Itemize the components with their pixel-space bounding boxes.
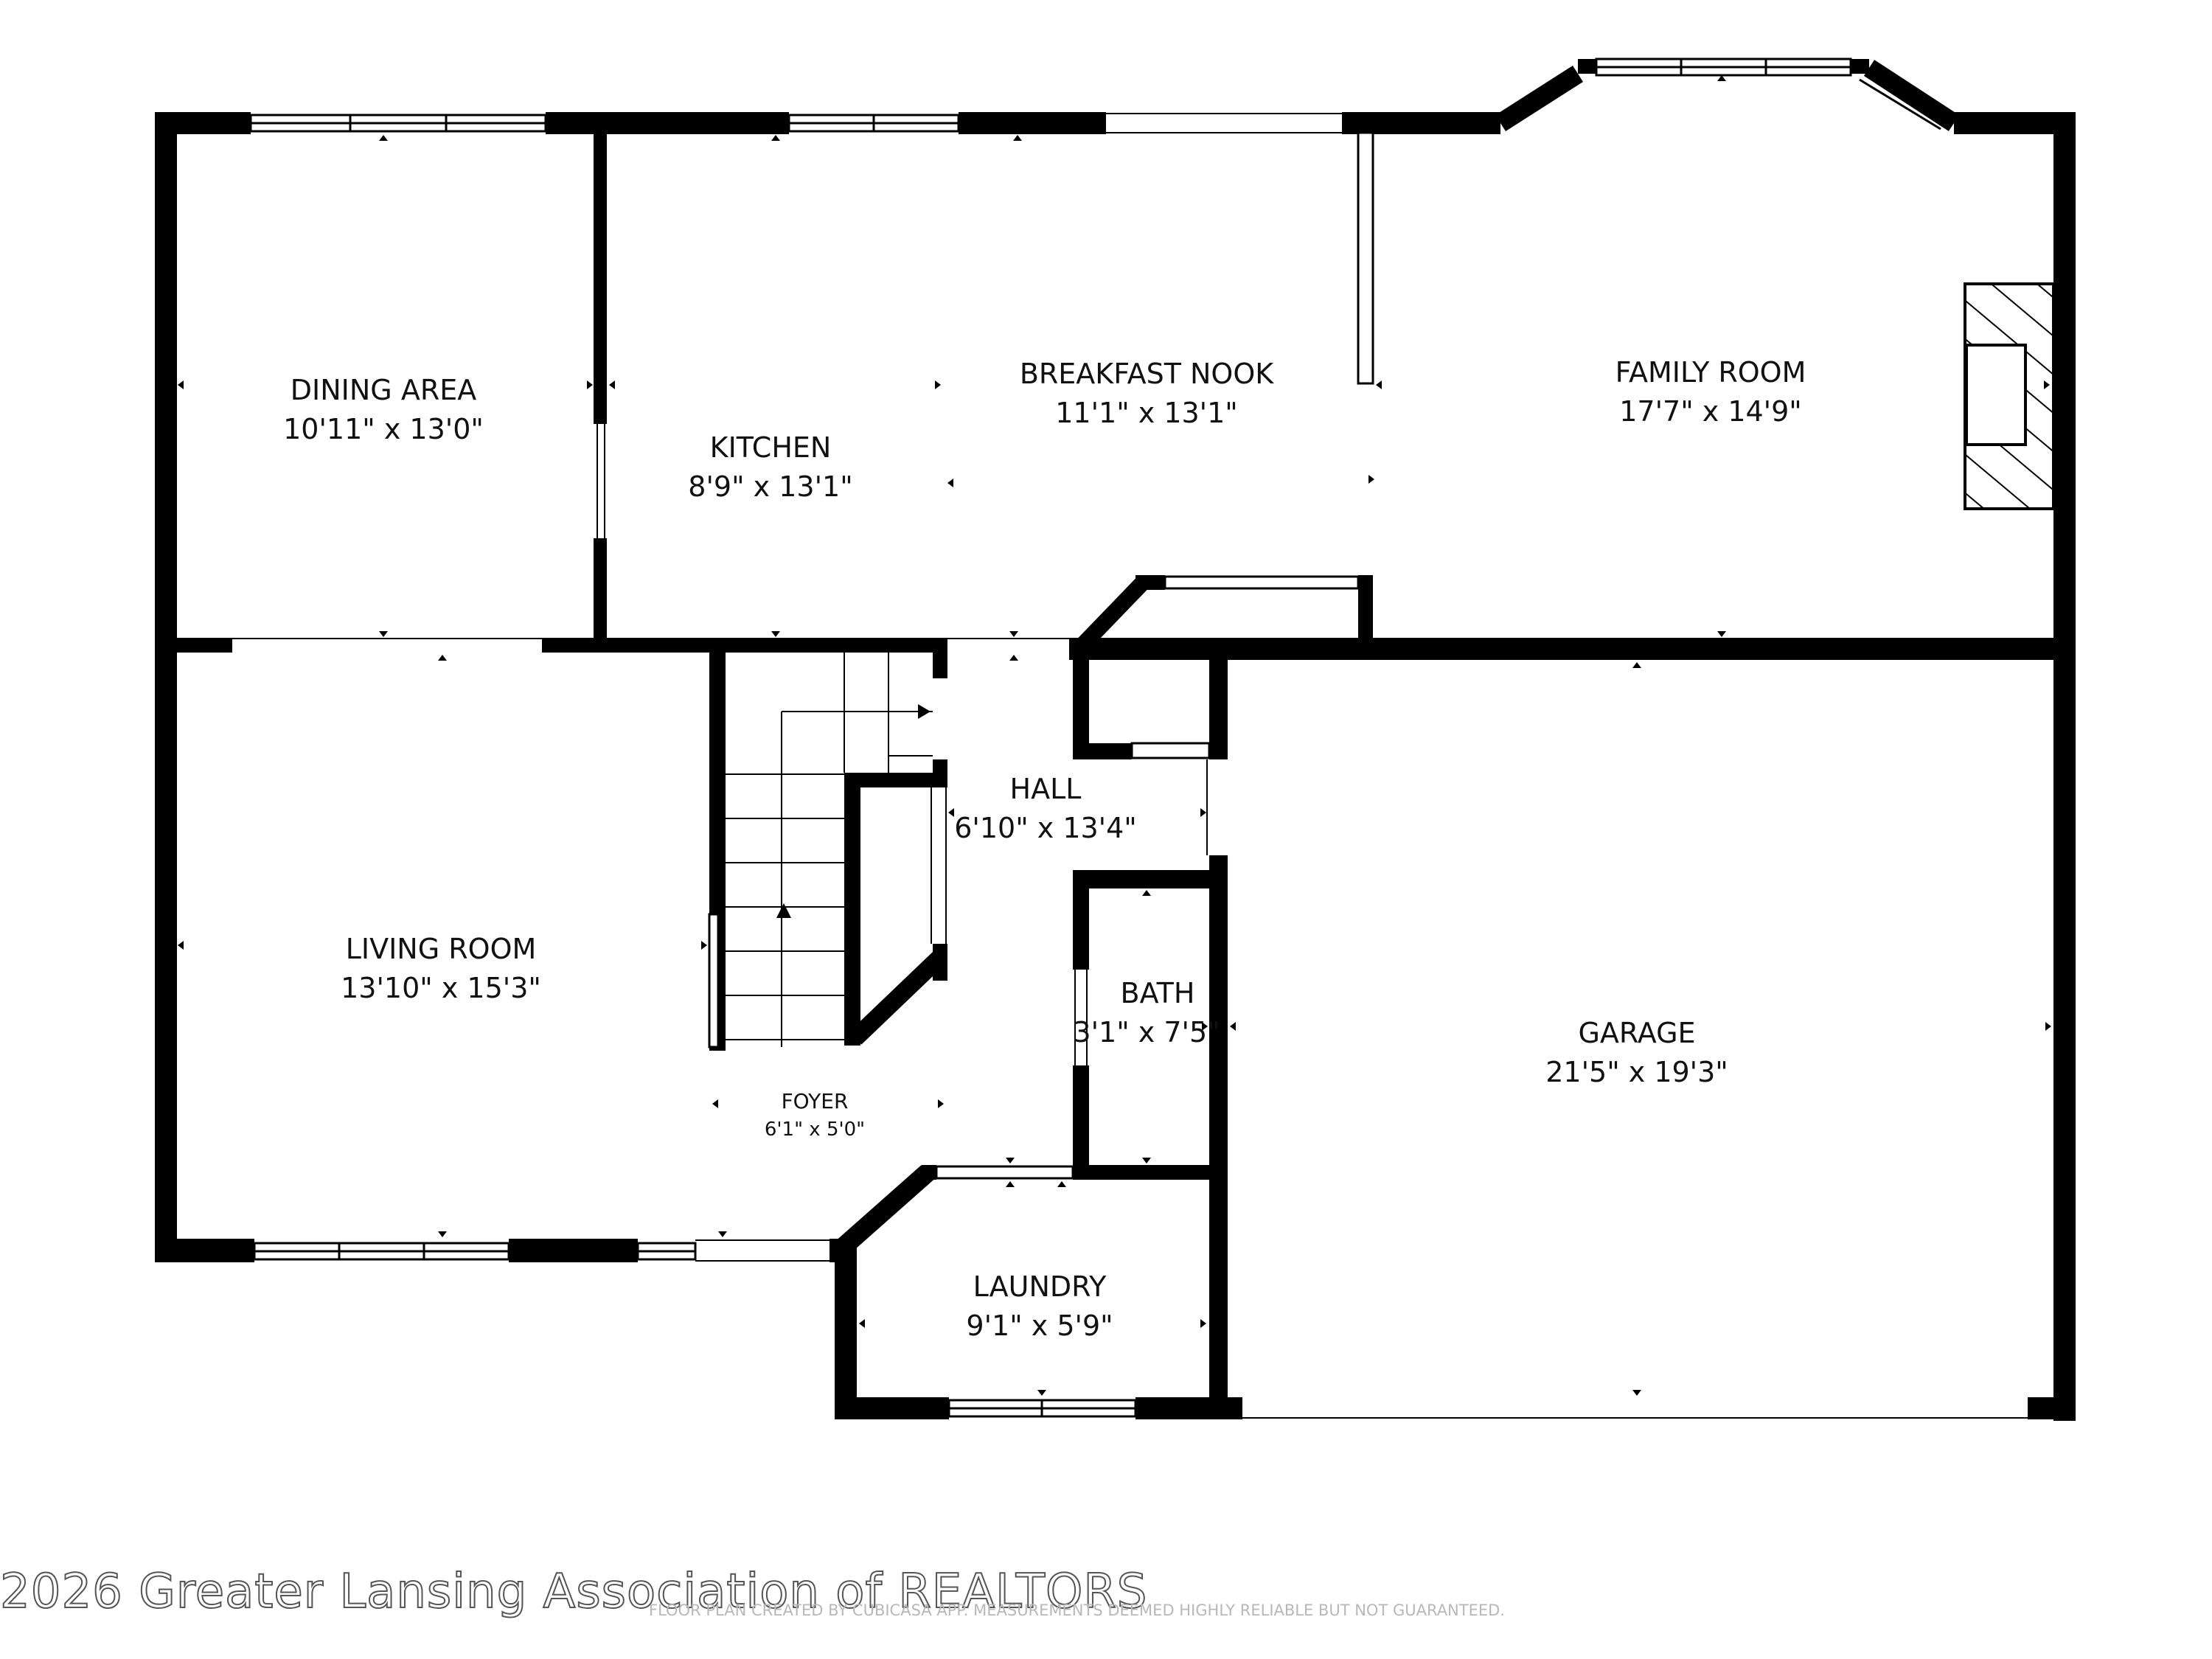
room-name-kitchen: KITCHEN [710, 431, 832, 464]
room-name-laundry: LAUNDRY [973, 1270, 1107, 1303]
walls [155, 112, 2076, 1421]
dimension-ticks [178, 75, 2051, 1396]
room-name-dining-area: DINING AREA [291, 374, 476, 406]
room-dims-laundry: 9'1" x 5'9" [966, 1310, 1113, 1342]
stair-direction-arrows [776, 704, 931, 918]
openings [232, 113, 2028, 1419]
room-dims-garage: 21'5" x 19'3" [1545, 1056, 1728, 1088]
angled-walls [838, 59, 1960, 1253]
room-dims-bath: 3'1" x 7'5" [1073, 1016, 1220, 1048]
room-dims-dining-area: 10'11" x 13'0" [283, 413, 484, 445]
copyright-watermark: 2026 Greater Lansing Association of REAL… [0, 1564, 1148, 1620]
bay-windows [1503, 69, 1947, 131]
stairs [726, 649, 933, 1047]
room-name-living-room: LIVING ROOM [346, 933, 537, 965]
room-dims-family-room: 17'7" x 14'9" [1619, 395, 1802, 428]
room-dims-hall: 6'10" x 13'4" [954, 812, 1137, 844]
disclaimer-text: FLOOR PLAN CREATED BY CUBICASA APP. MEAS… [649, 1601, 1505, 1619]
room-name-bath: BATH [1121, 977, 1195, 1009]
room-name-foyer: FOYER [782, 1089, 849, 1113]
room-name-family-room: FAMILY ROOM [1615, 356, 1806, 389]
room-dims-kitchen: 8'9" x 13'1" [688, 470, 852, 503]
room-name-hall: HALL [1010, 773, 1082, 805]
room-dims-breakfast-nook: 11'1" x 13'1" [1055, 397, 1238, 429]
room-labels: DINING AREA 10'11" x 13'0" KITCHEN 8'9" … [283, 356, 1806, 1342]
windows [249, 58, 1852, 1418]
fireplace [1965, 285, 2052, 507]
room-name-breakfast-nook: BREAKFAST NOOK [1020, 358, 1274, 390]
room-dims-foyer: 6'1" x 5'0" [765, 1119, 865, 1141]
room-dims-living-room: 13'10" x 15'3" [341, 972, 541, 1004]
room-name-garage: GARAGE [1578, 1017, 1695, 1049]
